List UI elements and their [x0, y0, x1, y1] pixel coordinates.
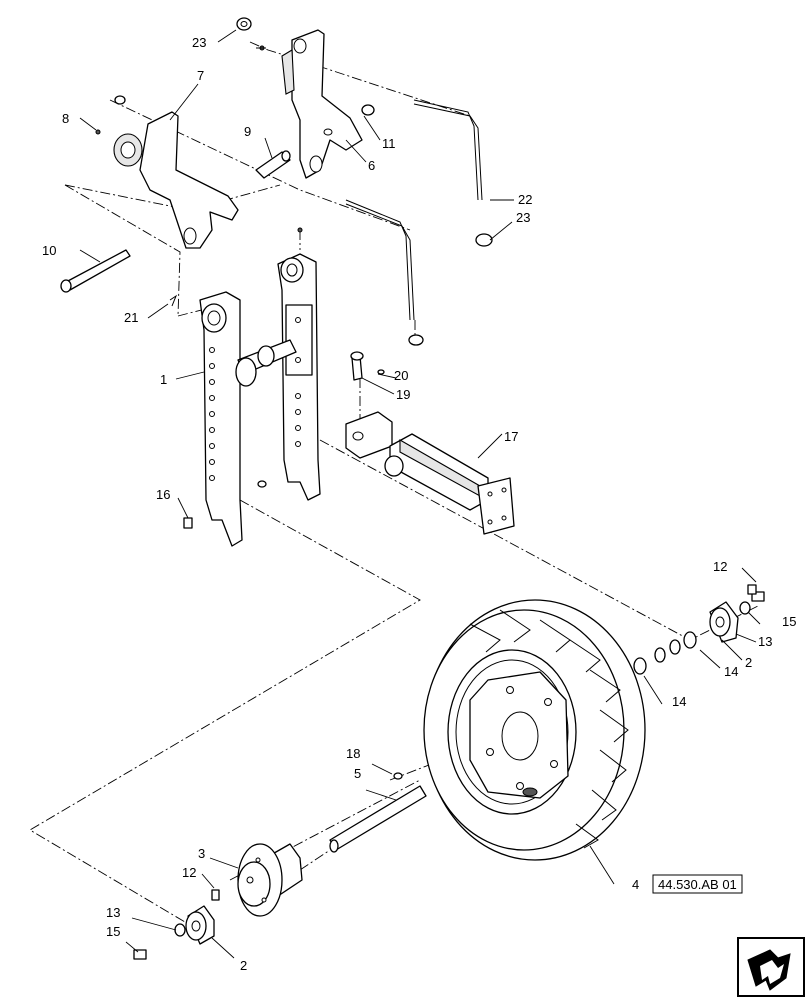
callout-2-right: 2 — [745, 655, 752, 670]
callout-19: 19 — [396, 387, 410, 402]
callout-17: 17 — [504, 429, 518, 444]
callout-13-right: 13 — [758, 634, 772, 649]
part-7-bracket — [95, 95, 239, 249]
part-9-pin — [255, 150, 291, 179]
callout-7: 7 — [197, 68, 204, 83]
callout-10: 10 — [42, 243, 56, 258]
leader-lines — [79, 29, 761, 959]
part-6-bracket — [256, 29, 363, 179]
callout-12-bottom: 12 — [182, 865, 196, 880]
right-arm-holes — [295, 317, 301, 447]
callout-14-right: 14 — [724, 664, 738, 679]
tire-tread — [469, 609, 629, 849]
part-5-axle — [329, 772, 427, 853]
part-21-clip — [169, 294, 178, 307]
callout-labels: 23 7 8 9 11 6 22 23 10 21 1 20 19 17 16 … — [42, 35, 796, 973]
callout-4: 4 — [632, 877, 639, 892]
callout-15-right: 15 — [782, 614, 796, 629]
left-arm-holes — [209, 347, 215, 481]
reference-link[interactable]: 44.530.AB 01 — [652, 874, 743, 894]
callout-16: 16 — [156, 487, 170, 502]
part-2-bearing-bottom — [133, 889, 220, 960]
callout-9: 9 — [244, 124, 251, 139]
next-page-button[interactable] — [737, 937, 805, 997]
callout-18: 18 — [346, 746, 360, 761]
part-1-frame-right — [235, 227, 321, 501]
callout-15-bottom: 15 — [106, 924, 120, 939]
callout-14-lower: 14 — [672, 694, 686, 709]
part-3-hub — [237, 843, 303, 917]
part-23-nut-top — [236, 17, 252, 31]
part-17-cylinder — [345, 411, 515, 535]
callout-13-bottom: 13 — [106, 905, 120, 920]
assembly-lines — [29, 41, 761, 926]
callout-3: 3 — [198, 846, 205, 861]
part-19-pin — [350, 351, 385, 381]
callout-11: 11 — [382, 136, 396, 151]
part-10-bolt — [60, 249, 131, 293]
callout-1: 1 — [160, 372, 167, 387]
callout-23-top: 23 — [192, 35, 206, 50]
callout-6: 6 — [368, 158, 375, 173]
reference-label: 44.530.AB 01 — [658, 877, 737, 892]
part-22-rod — [413, 99, 493, 247]
callout-20: 20 — [394, 368, 408, 383]
part-11-nut — [361, 104, 375, 116]
callout-8: 8 — [62, 111, 69, 126]
callout-23-bottom: 23 — [516, 210, 530, 225]
part-22-rod-lower — [345, 199, 424, 346]
part-4-wheel — [423, 599, 646, 861]
callout-5: 5 — [354, 766, 361, 781]
callout-22: 22 — [518, 192, 532, 207]
part-1-frame-left — [199, 291, 243, 547]
callout-12-right: 12 — [713, 559, 727, 574]
part-2-bearing-right — [633, 584, 765, 675]
callout-21: 21 — [124, 310, 138, 325]
callout-2-bottom: 2 — [240, 958, 247, 973]
